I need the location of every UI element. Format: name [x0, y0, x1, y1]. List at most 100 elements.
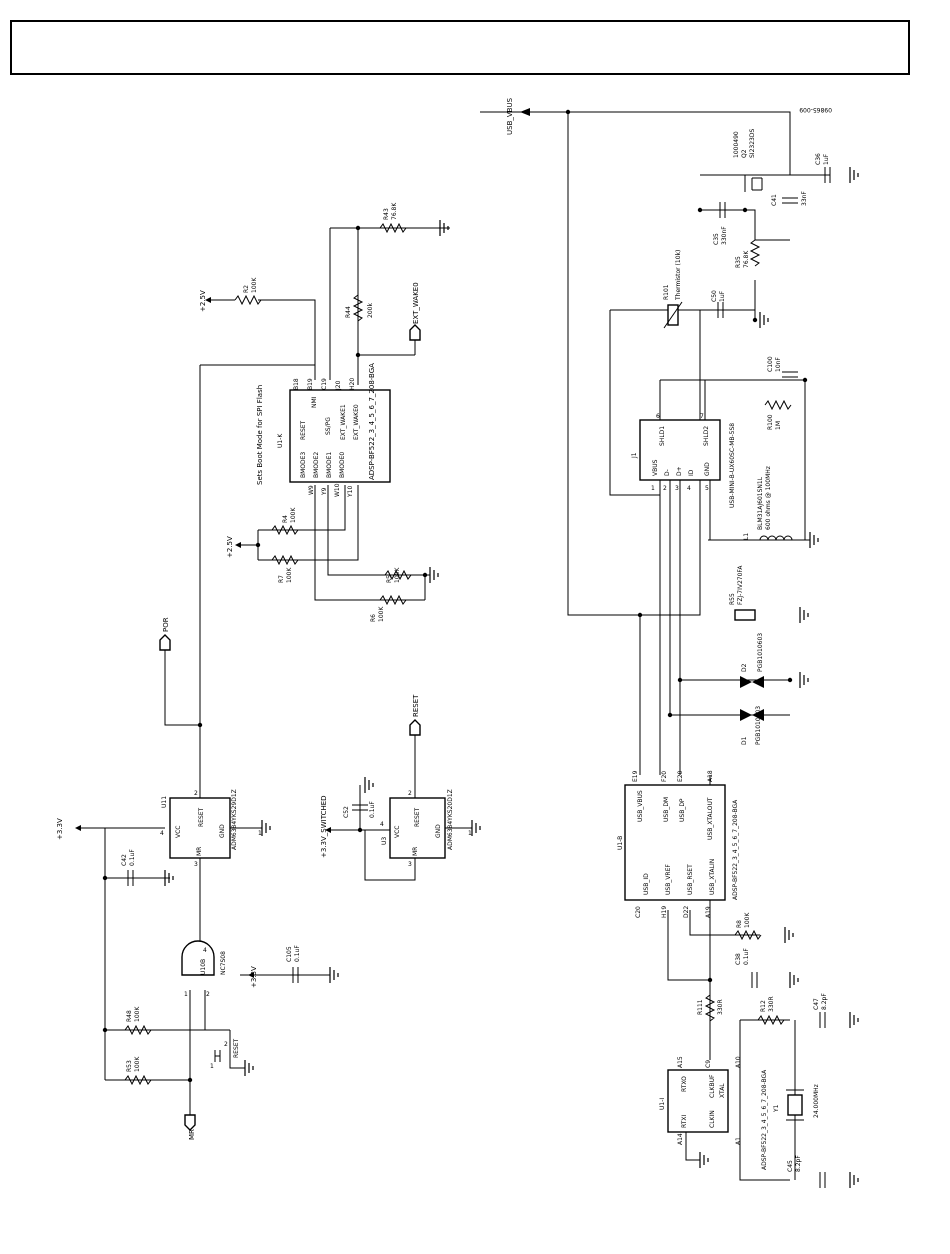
usb-vbus-arrow: USB_VBUS 09865-009	[506, 97, 832, 135]
u1i-num-a10: A10	[735, 1056, 742, 1068]
j1-ref: J1	[631, 452, 638, 459]
u1i-num-a15: A15	[677, 1056, 684, 1068]
u11-part: ADM6384YKS29D1Z	[231, 789, 238, 850]
u1i-pin-xtal: XTAL	[719, 1083, 726, 1098]
u1i-pin-clkin: CLKIN	[709, 1110, 716, 1128]
ic-u3: U3 ADM6384YKS20D1Z VCC RESET MR GND 4 2 …	[380, 789, 472, 868]
r5-value: 100K	[394, 567, 401, 583]
reset-switch: RESET 1 2	[210, 1030, 245, 1070]
r43-ref: R43	[383, 208, 390, 220]
v25-mid-label: +2.5V	[226, 536, 234, 558]
r4-ref: R4	[282, 515, 289, 523]
sw-n1: 1	[210, 1063, 214, 1070]
ic-j1: J1 USB-MINI-B-UX60SC-MB-5S8 VBUS D- D+ I…	[631, 380, 736, 508]
u1k-pin-extwake1: EXT_WAKE1	[340, 404, 347, 440]
r2-ref: R2	[243, 285, 250, 293]
ground-icon	[439, 220, 449, 236]
u1b-pin-vref: USB_VREF	[665, 864, 672, 895]
c45-ref: C45	[787, 1160, 794, 1172]
diode-d2: D2 PGB1010603	[740, 633, 764, 688]
u10-n2: 2	[206, 991, 210, 998]
resistor-r7: R7 100K	[271, 554, 299, 583]
r7-value: 100K	[286, 567, 293, 583]
u1k-num-y9: Y9	[321, 487, 328, 496]
crystal-y1: Y1 24.000MHz	[773, 1084, 820, 1121]
sw-label: RESET	[233, 1038, 240, 1058]
d1-part: PGB1010603	[755, 706, 762, 745]
c41-ref: C41	[771, 194, 778, 206]
c52-value: 0.1uF	[369, 801, 376, 818]
u1k-pin-extwake0: EXT_WAKE0	[353, 404, 360, 440]
u10-ref: U10B	[200, 959, 207, 975]
r8-ref: R8	[736, 920, 743, 928]
y1-ref: Y1	[773, 1104, 780, 1113]
wiring	[80, 111, 830, 1181]
u3-n2: 2	[408, 790, 412, 797]
q2-note: 1000490	[733, 131, 740, 158]
cap-c45: C45 8.2pF	[787, 1155, 826, 1188]
u1i-num-a1: A1	[735, 1137, 742, 1145]
r53-ref: R53	[126, 1060, 133, 1072]
r44-value: 200k	[367, 303, 374, 318]
junction-dots	[102, 109, 808, 1083]
j1-n1: 1	[651, 485, 655, 492]
ground-symbols	[164, 167, 859, 1188]
r101-ref: R101	[663, 284, 670, 300]
u1k-num-w10: W10	[334, 483, 341, 497]
u11-pin-reset: RESET	[198, 807, 205, 827]
u1k-pin-nmi: NMI	[311, 396, 318, 408]
cap-c36: C36 1uF	[815, 153, 831, 183]
u11-ref: U11	[161, 796, 168, 808]
u1i-pin-rtxi: RTXI	[681, 1114, 688, 1128]
r48-ref: R48	[126, 1010, 133, 1022]
j1-pin-gnd: GND	[704, 462, 711, 476]
u1b-num-c20: C20	[635, 906, 642, 918]
c36-value: 1uF	[823, 153, 830, 165]
ground-icon	[799, 607, 809, 623]
r111-ref: R111	[697, 999, 704, 1015]
u3-pin-mr: MR	[412, 847, 419, 856]
c105-ref: C105	[286, 946, 293, 962]
c52-ref: C52	[343, 806, 350, 818]
r35-ref: R35	[735, 256, 742, 268]
ground-icon	[789, 972, 799, 988]
r35-value: 76.8K	[743, 250, 750, 268]
mosfet-q2: Q2 SI2323DS 1000490	[733, 129, 763, 192]
cap-c38: C38 0.1uF	[735, 948, 758, 988]
u1k-pin-sspg: SS/PG	[325, 417, 332, 435]
ground-icon	[809, 532, 819, 548]
ext-wake-label: EXT_WAKE0	[412, 282, 420, 324]
ground-icon	[364, 777, 374, 793]
u3-part: ADM6384YKS20D1Z	[447, 789, 454, 850]
u1k-num-b18: B18	[293, 378, 300, 390]
r100-value: 1M	[775, 421, 782, 430]
c105-value: 0.1uF	[294, 945, 301, 962]
u1b-ref: U1-B	[617, 836, 624, 850]
u11-pin-gnd: GND	[219, 824, 226, 838]
c47-ref: C47	[813, 998, 820, 1010]
u1b-pin-xtalin: USB_XTALIN	[709, 859, 716, 895]
diode-d1: D1 PGB1010603	[740, 706, 764, 745]
sw-n2: 2	[224, 1041, 228, 1048]
u1b-num-d22: D22	[683, 906, 690, 918]
u3-n3: 3	[408, 861, 412, 868]
r12-ref: R12	[760, 1000, 767, 1012]
u1k-num-w9: W9	[308, 485, 315, 495]
v25-top-label: +2.5V	[199, 290, 207, 312]
ground-icon	[849, 1012, 859, 1028]
u1b-pin-xtalout: USB_XTALOUT	[707, 797, 714, 840]
r4-value: 100K	[290, 507, 297, 523]
u1k-pin-reset: RESET	[300, 420, 307, 440]
u1b-num-e20: E20	[677, 770, 684, 782]
ic-u1k: ADSP-BF522_3_4_5_6_7_208-BGA Sets Boot M…	[256, 363, 391, 498]
u1k-num-b19: B19	[307, 378, 314, 390]
u1k-note: Sets Boot Mode for SPI Flash	[256, 385, 264, 485]
ground-icon	[849, 167, 859, 183]
u1b-num-e19: E19	[632, 770, 639, 782]
u1k-ref: U1-K	[277, 433, 284, 448]
ground-icon	[261, 820, 271, 836]
u1b-part: ADSP-BF522_3_4_5_6_7_208-BGA	[732, 799, 739, 900]
ground-icon	[799, 672, 809, 688]
d2-ref: D2	[741, 663, 748, 672]
u1b-num-a19: A19	[705, 906, 712, 918]
